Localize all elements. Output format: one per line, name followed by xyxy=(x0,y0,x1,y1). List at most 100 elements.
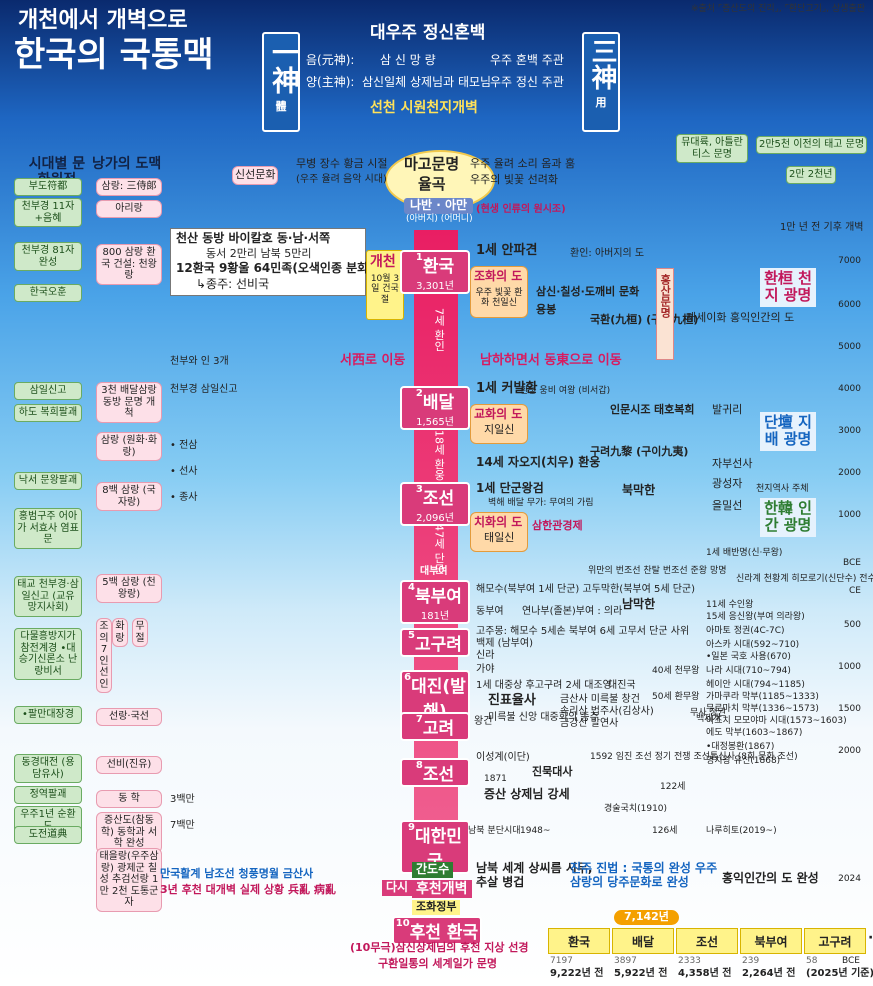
era-number: 9 xyxy=(408,822,416,833)
era-box: 8조선 xyxy=(400,758,470,787)
japan-label: 무사 정권 xyxy=(690,708,726,718)
culture-item: 정역팔괘 xyxy=(14,786,82,804)
japan-era: •대정봉환(1867) xyxy=(706,742,775,752)
han-label: 한韓 인간 광명 xyxy=(760,498,816,537)
culture-item: 하도 복희팔괘 xyxy=(14,404,82,422)
origin-sub: 율곡 xyxy=(418,175,446,193)
hwanin-left-2: 동서 2만리 남북 5만리 xyxy=(206,247,312,260)
naban-label: 나반 · 아만 xyxy=(404,198,474,214)
header-title-2: 한국의 국통맥 xyxy=(14,35,214,75)
timeline-col-y2: 2,264년 전 xyxy=(742,968,796,979)
bottom-1: (10무극)삼신상제님의 후천 지상 선경 xyxy=(350,941,529,954)
era-number: 3 xyxy=(415,484,423,495)
timeline-col-y2: (2025년 기준) xyxy=(806,968,873,979)
japan-era: 명치왕 유신(1868) xyxy=(706,756,781,766)
nanga-item: 선랑·국선 xyxy=(96,708,162,726)
era-number: 7 xyxy=(415,714,423,725)
population-label: 7백만 xyxy=(170,820,195,831)
note-wibeo: 위만의 번조선 찬탈 번조선 준왕 망명 xyxy=(588,566,727,576)
gaecheon-label: 개천 xyxy=(370,254,396,270)
note-gaya: 가야 xyxy=(476,664,495,675)
era-number: 10 xyxy=(395,918,410,929)
note-yeonnabu: 연나부(졸본)부여 : 의라 xyxy=(522,606,623,617)
timeline-col-y2: 4,358년 전 xyxy=(678,968,732,979)
era-box: 5고구려 xyxy=(400,628,470,657)
gyohwa-label: 교화의 도 xyxy=(474,407,523,421)
culture-item: 한국오훈 xyxy=(14,284,82,302)
origin-right-1: 우주 율려 소리 옴과 훔 xyxy=(470,157,576,170)
source-note: ※출처 ⌜증산도의 진리⌟, ⌜환단고기⌟, 상생출판 xyxy=(690,4,865,14)
right-top-1: 뮤대륙, 아틀란티스 문명 xyxy=(676,134,748,163)
nanga-side-label: 천부경 삼일신고 xyxy=(170,384,238,395)
japan-era: 무로마치 막부(1336~1573) xyxy=(706,704,819,714)
japan-label: 40세 천무왕 xyxy=(652,666,700,676)
jinju-label: 진주 진법 : 국통의 완성 우주 삼랑의 당주문화로 완성 xyxy=(570,861,718,889)
note-jabu: 자부선사 xyxy=(712,457,753,470)
hwanin-left-3: 12환국 9황울 64민족(오색인종 분화) xyxy=(176,261,374,275)
axis-tick-label: 1000 xyxy=(838,510,861,520)
culture-item: 태교 천부경·삼일신고 (교유망지사회) xyxy=(14,576,82,617)
right-top-2r: 2만 2천년 xyxy=(786,166,836,184)
timeline-bce: BCE xyxy=(842,956,860,966)
note-hwanung-note: 환웅 웅비 여왕 (비서갑) xyxy=(520,386,611,396)
timeline-col-y1: 2333 xyxy=(678,956,701,966)
era-name: 조선 xyxy=(422,765,455,785)
note-dongbuyeo: 동부여 xyxy=(476,606,504,617)
note-chiu: 14세 자오지(치우) 환웅 xyxy=(476,455,601,469)
note-inmun: 인문시조 xyxy=(610,403,651,416)
culture-item: 부도符都 xyxy=(14,178,82,196)
il-shin-box: 一神 體 xyxy=(262,32,301,132)
axis-tick-label: 500 xyxy=(843,620,861,630)
japan-era: 1세 배반명(신·무왕) xyxy=(706,548,783,558)
line2-label: 양(主神): xyxy=(306,75,355,89)
banner-title: 대우주 정신혼백 xyxy=(370,23,486,43)
sinseon-label: 신선문화 xyxy=(232,166,279,185)
chihwa-box xyxy=(470,512,528,552)
culture-item: •팔만대장경 xyxy=(14,706,82,724)
note-jinpyo-r1: 금산사 미륵불 창건 xyxy=(560,694,640,705)
era-name: 고구려 xyxy=(415,635,462,655)
note-gukhwan: 국환(九桓) (구환九桓) xyxy=(590,313,699,326)
era-name: 후천 환국 xyxy=(409,923,479,943)
chihwa-sub: 태일신 xyxy=(484,531,515,544)
culture-item: 낙서 문왕팔괘 xyxy=(14,472,82,490)
note-bukmak: 북막한 xyxy=(622,483,656,497)
chihwa-label: 치화의 도 xyxy=(474,515,523,529)
japan-era: 에도 막부(1603~1867) xyxy=(706,728,803,738)
japan-era: 아스카 시대(592~710) xyxy=(706,640,800,650)
note-hwanung: 1세 커발환 xyxy=(476,381,538,396)
origin-left-2: (우주 율려 음악 시대) xyxy=(296,174,387,185)
naban-sub: (아버지) (어머니) xyxy=(406,214,473,224)
gaecheon-sub: 10월 3일 건국절 xyxy=(370,274,400,305)
era-name: 고려 xyxy=(422,719,455,739)
culture-item: 도전道典 xyxy=(14,826,82,844)
axis-tick-label: 5000 xyxy=(838,342,861,352)
era-number: 4 xyxy=(408,582,416,593)
hongsan-label: 홍산문명 xyxy=(658,274,672,318)
era-box: 7고려 xyxy=(400,712,470,741)
nanga-item: 선비(진유) xyxy=(96,756,162,774)
note-dangun-note: 벽해 배달 무가: 무여의 가림 xyxy=(488,498,594,508)
era-name: 환국 xyxy=(422,257,455,277)
il-shin-text: 一神 xyxy=(268,38,301,94)
daebuyeo-label: 대부여 xyxy=(420,566,448,577)
axis-tick-label: 2024 xyxy=(838,874,861,884)
note-guryeo: 구려九黎 (구이九夷) xyxy=(590,445,689,458)
era-years: 181년 xyxy=(420,611,450,622)
ganjido-label: 간도수 xyxy=(412,862,454,878)
header-title-1: 개천에서 개벽으로 xyxy=(18,8,188,33)
nanga-item: 아리랑 xyxy=(96,200,162,218)
culture-item: 삼일신고 xyxy=(14,382,82,400)
note-nambuk-year: 1948~ xyxy=(520,826,551,836)
timeline-col-name: 고구려 xyxy=(804,928,866,954)
timeline-col-y2: 5,922년 전 xyxy=(614,968,668,979)
culture-item: 다물흥방지가 참전계경 •대승기신론소 난랑비서 xyxy=(14,628,82,680)
japan-label: 백제계 xyxy=(696,714,721,724)
japan-era: 아마토 정권(4C-7C) xyxy=(706,626,785,636)
note-jinpyo-r3: 금강산 발연사 xyxy=(560,718,619,729)
note-cheonhyeon: 신라계 천황계 히모로기(신단수) 전수 xyxy=(736,574,873,584)
eighteen-hwanung: 18세 환웅 xyxy=(432,430,446,481)
